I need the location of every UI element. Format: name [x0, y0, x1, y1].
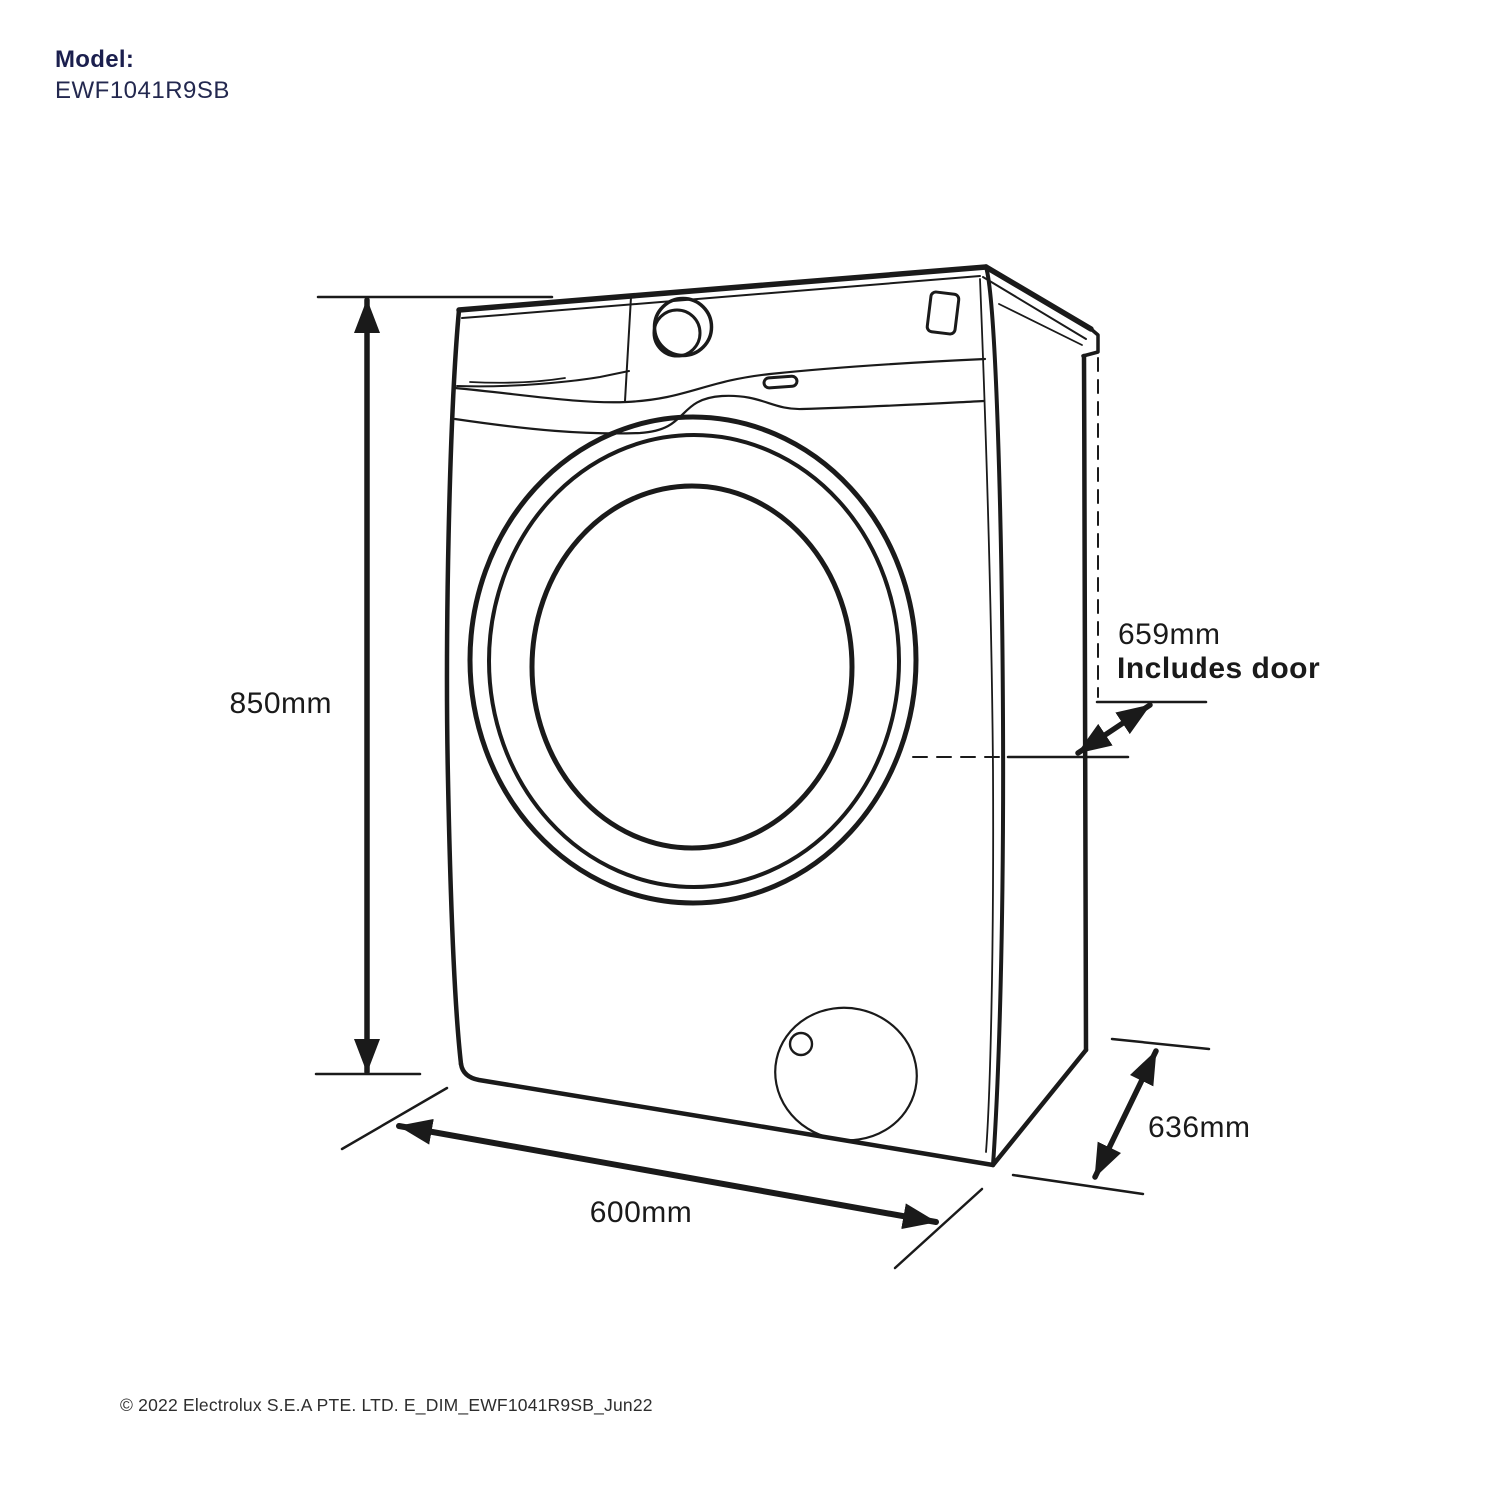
dimension-height-label: 850mm	[229, 687, 332, 720]
dimension-arrow	[1092, 1048, 1159, 1180]
dimension-depth: 636mm	[1011, 1037, 1251, 1196]
dimension-depth-door-label: 659mm	[1118, 618, 1221, 651]
panel-divider	[624, 296, 632, 402]
washing-machine-drawing	[444, 264, 1100, 1168]
dimension-depth-with-door: 659mm Includes door	[912, 357, 1320, 759]
extension-line	[1011, 1173, 1145, 1196]
machine-outline	[444, 264, 1100, 1168]
model-number: EWF1041R9SB	[55, 77, 230, 104]
door-outer-ring	[467, 414, 919, 906]
detergent-drawer	[456, 370, 630, 388]
dimension-width: 600mm	[340, 1086, 984, 1270]
dimension-depth-label: 636mm	[1148, 1111, 1251, 1144]
extension-line	[340, 1086, 449, 1151]
dimension-arrow	[1075, 702, 1153, 756]
door-middle-ring	[487, 433, 901, 889]
model-block: Model: EWF1041R9SB	[55, 46, 230, 105]
dimension-height: 850mm	[229, 295, 554, 1076]
control-panel	[453, 296, 987, 435]
copyright-note: © 2022 Electrolux S.E.A PTE. LTD. E_DIM_…	[120, 1395, 653, 1415]
extension-line	[1110, 1037, 1211, 1051]
front-shoulder-line	[453, 394, 986, 435]
dimension-arrow	[396, 1119, 939, 1229]
start-button	[762, 374, 799, 390]
model-label: Model:	[55, 46, 135, 73]
display-panel	[925, 290, 961, 336]
dimension-width-label: 600mm	[590, 1196, 693, 1229]
control-knob	[652, 296, 714, 358]
dimension-depth-door-note: Includes door	[1117, 652, 1320, 685]
panel-bottom-line	[453, 357, 987, 404]
door	[467, 414, 919, 906]
door-drum-opening	[529, 483, 855, 851]
extension-line	[893, 1187, 984, 1270]
